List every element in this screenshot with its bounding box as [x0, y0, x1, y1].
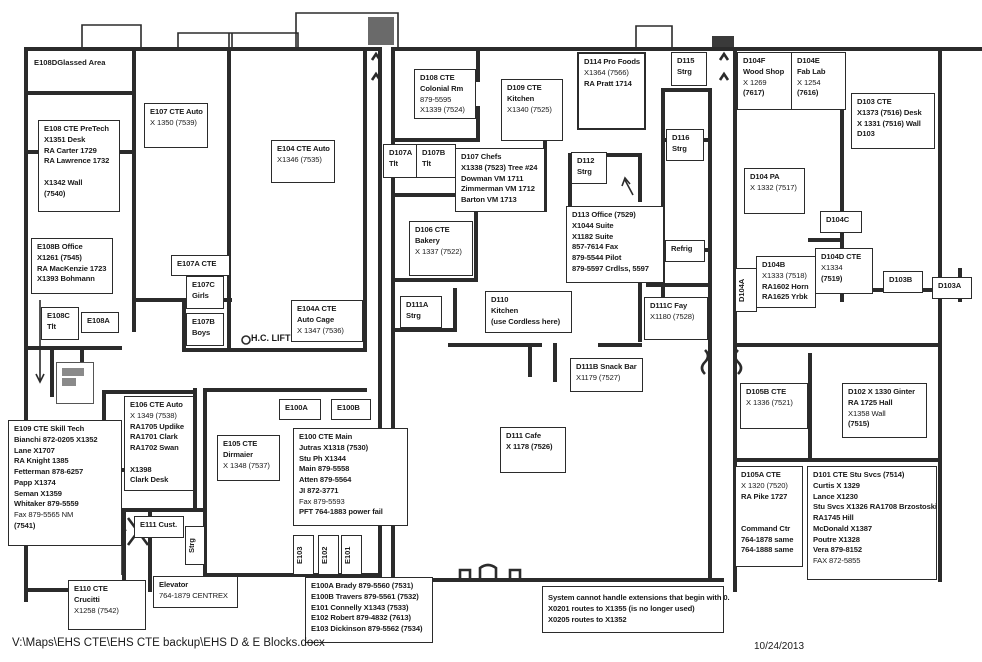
room-d103a: D103A: [932, 277, 972, 299]
room-d103b: D103B: [883, 271, 923, 293]
exterior-bump: [177, 32, 299, 47]
extension-routing-note: System cannot handle extensions that beg…: [542, 586, 730, 633]
hc-lift-label: H.C. LIFT: [251, 333, 291, 343]
exterior-bump: [635, 25, 673, 47]
room-highlighted-unlabeled: [56, 362, 94, 404]
room-e108d: E108DGlassed Area: [34, 58, 106, 67]
door-swing: [370, 51, 382, 81]
room-strg-e: Strg: [185, 526, 205, 565]
room-e108a: E108A: [81, 312, 119, 333]
arrow: [621, 176, 634, 196]
room-d104c: D104C: [820, 211, 862, 233]
room-e102: E102: [318, 535, 339, 575]
room-d113: D113 Office (7529)X1044 Suite X1182 Suit…: [566, 206, 664, 283]
room-e100a: E100A: [279, 399, 321, 420]
document-file-path: V:\Maps\EHS CTE\EHS CTE backup\EHS D & E…: [12, 637, 325, 649]
room-e103: E103: [293, 535, 314, 575]
hc-lift-icon: [241, 335, 251, 345]
door-swing: [718, 51, 730, 81]
room-d101: D101 CTE Stu Svcs (7514)Curtis X 1329 La…: [807, 466, 937, 580]
stair-enclosure: [295, 12, 399, 47]
room-e111: E111 Cust.: [134, 516, 184, 538]
arrow: [35, 300, 45, 384]
room-refrig: Refrig: [665, 240, 705, 262]
room-e107a: E107A CTE: [171, 255, 230, 276]
exterior-bump: [81, 24, 142, 47]
room-e108: E108 CTE PreTech X1351 Desk RA Carter 17…: [38, 120, 120, 212]
e-staff-directory: E100A Brady 879-5560 (7531)E100B Travers…: [305, 577, 433, 643]
document-date: 10/24/2013: [754, 641, 805, 652]
exterior-column: [712, 36, 734, 48]
door-swing: [700, 349, 743, 375]
room-e100b: E100B: [331, 399, 371, 420]
room-e101: E101: [341, 535, 362, 575]
room-d104a: D104A: [735, 268, 757, 312]
door-swing: [458, 563, 522, 578]
stairs: [368, 17, 394, 45]
